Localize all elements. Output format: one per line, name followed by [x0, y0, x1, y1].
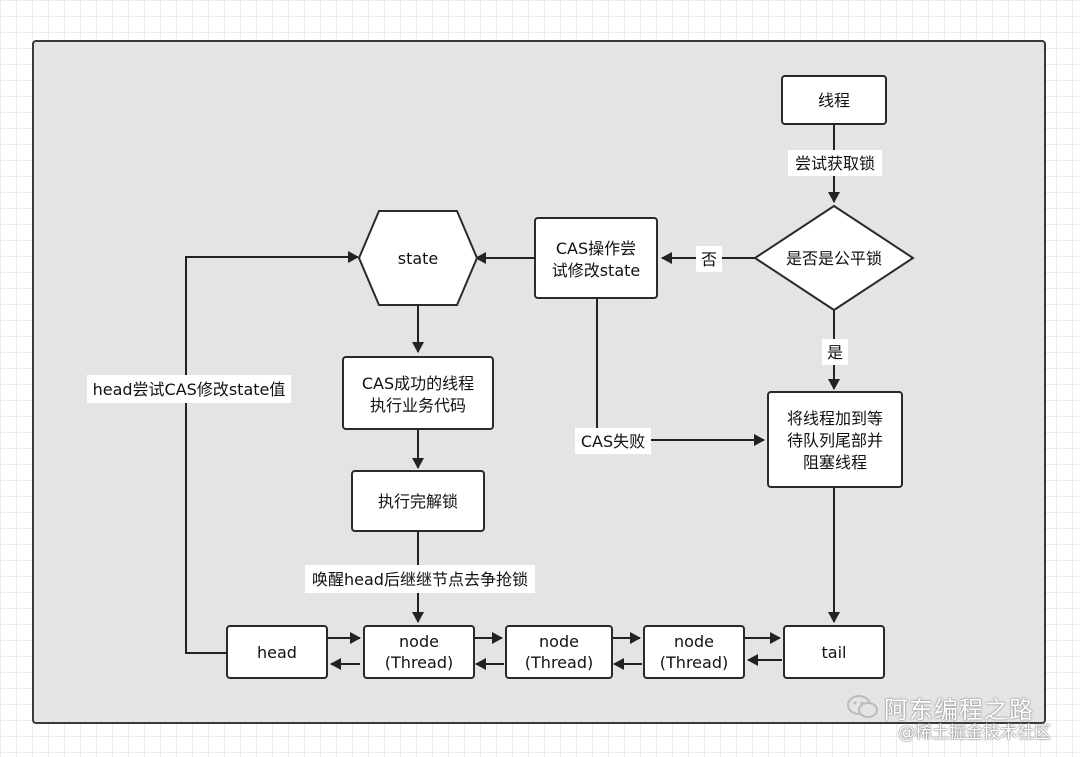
node-enqueue: [767, 391, 903, 488]
edge-cas-failed-to-enqueue: [596, 298, 765, 446]
node-queue-node-3-label-2: (Thread): [660, 653, 728, 672]
node-state-hexagon: [357, 210, 479, 306]
node-is-fair-lock-label: 是否是公平锁: [786, 249, 882, 268]
svg-text:head尝试CAS修改state值: head尝试CAS修改state值: [93, 380, 286, 399]
svg-text:CAS失败: CAS失败: [581, 432, 645, 451]
svg-text:尝试获取锁: 尝试获取锁: [795, 154, 875, 173]
edge-label-try-acquire: 尝试获取锁: [788, 150, 882, 176]
node-release-lock-label: 执行完解锁: [378, 492, 458, 511]
node-queue-node-2-label-1: node: [539, 632, 579, 651]
node-cas-success-label-1: CAS成功的线程: [362, 374, 474, 393]
wechat-icon: [847, 695, 878, 718]
node-queue-node-3-label-1: node: [674, 632, 714, 651]
node-head-label: head: [257, 643, 297, 662]
node-queue-node-1: [363, 625, 475, 679]
node-tail-label: tail: [822, 643, 847, 662]
node-state-label: state: [398, 249, 439, 268]
node-queue-node-3: [643, 625, 745, 679]
node-cas-try: [534, 217, 658, 299]
edge-label-yes: 是: [822, 339, 848, 365]
node-is-fair-lock-decision: [753, 204, 915, 312]
watermark-author: 阿东编程之路: [884, 696, 1034, 724]
edge-label-cas-failed: CAS失败: [575, 428, 651, 454]
node-cas-try-label-1: CAS操作尝: [556, 239, 636, 258]
node-queue-node-2-label-2: (Thread): [525, 653, 593, 672]
edge-label-no: 否: [696, 246, 722, 272]
node-release-lock: [351, 470, 485, 532]
svg-text:否: 否: [701, 250, 717, 269]
svg-text:唤醒head后继继节点去争抢锁: 唤醒head后继继节点去争抢锁: [312, 570, 528, 589]
node-queue-node-1-label-1: node: [399, 632, 439, 651]
node-thread: [781, 75, 887, 125]
node-tail: [783, 625, 885, 679]
node-cas-success: [342, 356, 494, 430]
node-enqueue-label-2: 待队列尾部并: [787, 431, 883, 450]
node-enqueue-label-1: 将线程加到等: [787, 409, 883, 428]
svg-text:是: 是: [827, 343, 843, 362]
edge-label-head-cas: head尝试CAS修改state值: [87, 375, 291, 403]
edge-head-cas-to-state: [185, 251, 359, 654]
node-queue-node-2: [505, 625, 613, 679]
node-cas-success-label-2: 执行业务代码: [370, 396, 466, 415]
node-queue-node-1-label-2: (Thread): [385, 653, 453, 672]
node-cas-try-label-2: 试修改state: [552, 261, 641, 280]
node-thread-label: 线程: [818, 91, 850, 110]
watermark-source: @稀土掘金技术社区: [898, 723, 1051, 743]
node-head: [226, 625, 328, 679]
node-enqueue-label-3: 阻塞线程: [803, 453, 867, 472]
edge-label-wake-successor: 唤醒head后继继节点去争抢锁: [305, 565, 535, 593]
